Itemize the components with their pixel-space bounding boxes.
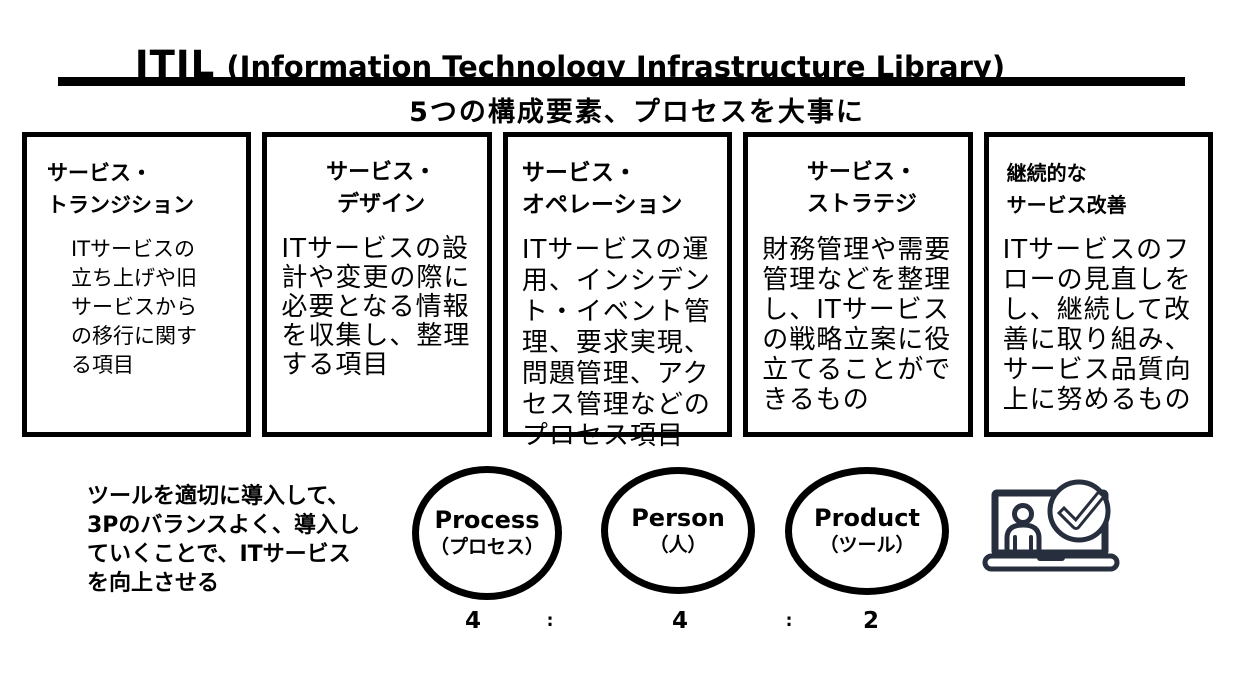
ratio-separator: : bbox=[546, 611, 554, 631]
laptop-person-check-icon bbox=[980, 470, 1122, 582]
components-row: サービス・ トランジション ITサービスの 立ち上げや旧 サービスから の移行に… bbox=[22, 132, 1214, 451]
circle-process: Process （プロセス） bbox=[412, 466, 562, 600]
circle-process-label-en: Process bbox=[434, 506, 540, 534]
box-heading: サービス・ オペレーション bbox=[521, 160, 683, 218]
ratio-value-product: 2 bbox=[862, 608, 879, 634]
bottom-note: ツールを適切に導入して、 3Pのバランスよく、導入し ていくことで、ITサービス… bbox=[87, 484, 360, 596]
box-heading: サービス・ デザイン bbox=[326, 160, 437, 217]
box-body: ITサービスのフ ローの見直しを し、継続して改 善に取り組み、 サービス品質向… bbox=[1002, 235, 1192, 415]
box-heading: サービス・ ストラテジ bbox=[806, 160, 917, 217]
box-service-operation: サービス・ オペレーション ITサービスの運 用、インシデン ト・イベント管 理… bbox=[502, 132, 733, 451]
title-underline bbox=[58, 77, 1185, 86]
circle-product: Product （ツール） bbox=[785, 467, 949, 595]
ratio-value-person: 4 bbox=[671, 608, 688, 634]
ratio-value-process: 4 bbox=[464, 608, 481, 634]
box-heading: 継続的な サービス改善 bbox=[1006, 161, 1127, 217]
box-heading: サービス・ トランジション bbox=[47, 161, 194, 217]
circle-person-label-en: Person bbox=[631, 503, 725, 532]
circle-product-label-ja: （ツール） bbox=[819, 534, 915, 556]
box-body: ITサービスの 立ち上げや旧 サービスから の移行に関す る項目 bbox=[71, 237, 197, 377]
circle-person: Person （人） bbox=[601, 467, 755, 594]
box-continual-improvement: 継続的な サービス改善 ITサービスのフ ローの見直しを し、継続して改 善に取… bbox=[983, 132, 1214, 437]
circle-process-label-ja: （プロセス） bbox=[429, 536, 544, 558]
circle-person-label-ja: （人） bbox=[649, 533, 707, 556]
box-body: ITサービスの設 計や変更の際に 必要となる情報 を収集し、整理 する項目 bbox=[281, 234, 471, 380]
ratio-separator: : bbox=[785, 611, 793, 631]
box-body: 財務管理や需要 管理などを整理 し、ITサービス の戦略立案に役 立てることがで… bbox=[762, 235, 952, 415]
box-service-strategy: サービス・ ストラテジ 財務管理や需要 管理などを整理 し、ITサービス の戦略… bbox=[743, 132, 973, 437]
section-subtitle: 5つの構成要素、プロセスを大事に bbox=[409, 97, 865, 128]
box-service-design: サービス・ デザイン ITサービスの設 計や変更の際に 必要となる情報 を収集し… bbox=[262, 132, 492, 437]
box-service-transition: サービス・ トランジション ITサービスの 立ち上げや旧 サービスから の移行に… bbox=[22, 132, 252, 437]
box-body: ITサービスの運 用、インシデン ト・イベント管 理、要求実現、 問題管理、アク… bbox=[521, 235, 711, 451]
circle-product-label-en: Product bbox=[814, 504, 920, 532]
